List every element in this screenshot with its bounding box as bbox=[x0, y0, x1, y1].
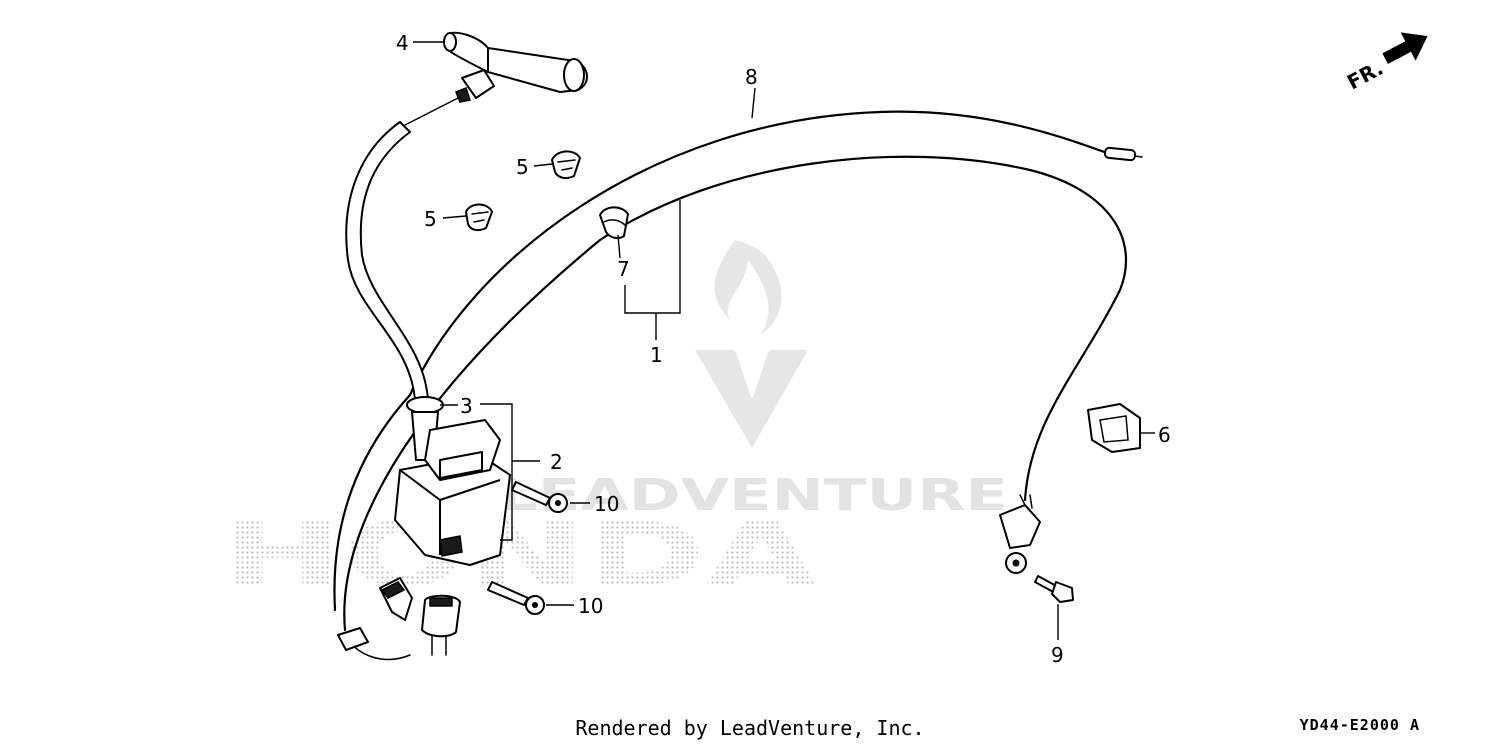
part-2-ignition-coil bbox=[394, 419, 511, 566]
part-9-bolt bbox=[1034, 575, 1074, 603]
leadventure-watermark: LEADVENTURE bbox=[498, 240, 1008, 521]
callout-10-upper: 10 bbox=[594, 492, 619, 516]
part-8-wire bbox=[333, 110, 1143, 612]
part-6-rubber-cap bbox=[1087, 403, 1141, 453]
leadventure-watermark-text: LEADVENTURE bbox=[498, 470, 1008, 521]
part-7-grommet bbox=[599, 206, 629, 240]
callout-10-lower: 10 bbox=[578, 594, 603, 618]
rendered-by-credit: Rendered by LeadVenture, Inc. bbox=[575, 716, 925, 740]
part-10-bolt-upper bbox=[511, 481, 568, 513]
callout-5-upper: 5 bbox=[516, 155, 529, 179]
callout-3: 3 bbox=[460, 394, 473, 418]
diagram-code: YD44-E2000 A bbox=[1299, 716, 1420, 734]
part-5-clip-lower bbox=[465, 203, 493, 232]
part-5-clip-upper bbox=[551, 150, 581, 180]
front-arrow-icon bbox=[1382, 32, 1428, 64]
part-10-bolt-lower bbox=[487, 581, 545, 615]
callout-1: 1 bbox=[650, 343, 663, 367]
front-direction-indicator: FR. bbox=[1343, 32, 1428, 95]
callouts: 4 8 5 5 7 1 3 2 10 10 6 9 bbox=[396, 31, 1171, 667]
callout-4: 4 bbox=[396, 31, 409, 55]
wire-connector bbox=[421, 594, 461, 656]
ground-terminal bbox=[999, 494, 1041, 574]
honda-watermark: HONDA bbox=[222, 503, 817, 606]
callout-7: 7 bbox=[617, 257, 630, 281]
honda-watermark-text: HONDA bbox=[222, 503, 817, 606]
callout-9: 9 bbox=[1051, 643, 1064, 667]
callout-8: 8 bbox=[745, 65, 758, 89]
front-label: FR. bbox=[1343, 56, 1387, 95]
leader-lines bbox=[413, 41, 1155, 640]
flat-terminal bbox=[379, 577, 413, 621]
callout-6: 6 bbox=[1158, 423, 1171, 447]
high-tension-lead bbox=[345, 121, 429, 401]
part-4-plug-cap-assembly bbox=[404, 31, 588, 126]
wire-clamp bbox=[337, 627, 369, 651]
v-logo-icon bbox=[695, 350, 808, 448]
callout-2: 2 bbox=[550, 450, 563, 474]
callout-5-lower: 5 bbox=[424, 207, 437, 231]
flame-logo-icon bbox=[714, 240, 782, 335]
